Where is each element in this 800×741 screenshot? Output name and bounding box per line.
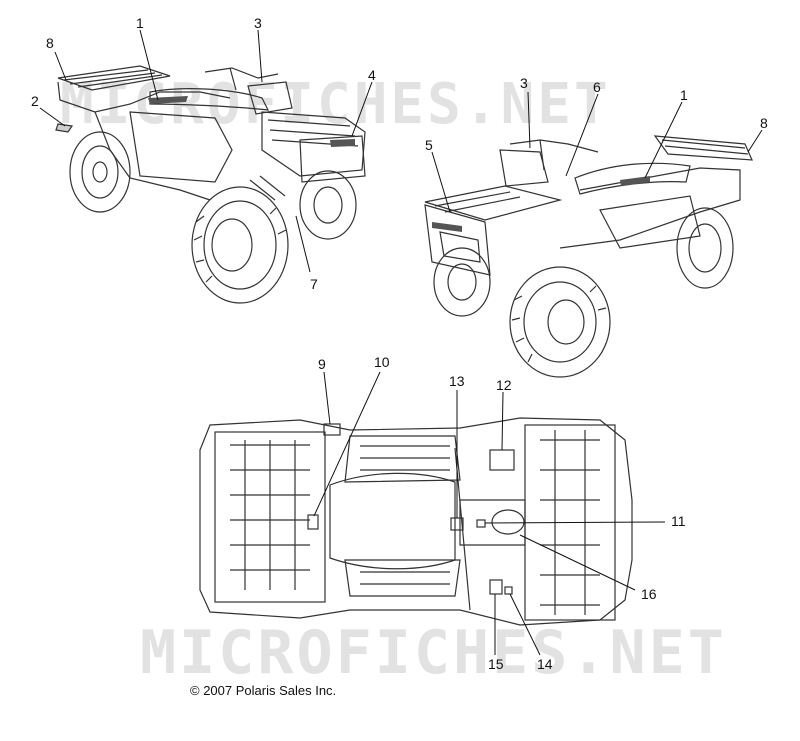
decal-12 [489,449,515,471]
callout-8-right: 8 [760,115,768,131]
callout-8-left: 8 [46,35,54,51]
callout-5: 5 [425,137,433,153]
callout-11: 11 [671,513,686,529]
callout-1-right: 1 [680,87,688,103]
decal-1-shape [148,96,188,104]
decal-15 [489,579,503,595]
callout-4: 4 [368,67,376,83]
callout-2: 2 [31,93,39,109]
decal-14 [504,586,513,595]
leader-lines [39,29,763,656]
callout-3-left: 3 [254,15,262,31]
watermark-bottom: MICROFICHES.NET [140,618,727,688]
atv-right-view [424,135,753,378]
atv-top-view [199,417,633,626]
callout-13: 13 [449,373,465,389]
callout-12: 12 [496,377,512,393]
decal-2-shape [55,123,74,133]
callout-3-right: 3 [520,75,528,91]
decal-5-shape [432,222,462,232]
callout-6: 6 [593,79,601,95]
decal-1b-shape [620,176,650,186]
callout-9: 9 [318,356,326,372]
callout-7: 7 [310,276,318,292]
callout-14: 14 [537,656,553,672]
copyright-text: © 2007 Polaris Sales Inc. [190,683,337,698]
decal-10 [307,514,319,530]
decal-9 [323,423,341,436]
callout-1-left: 1 [136,15,144,31]
callout-10: 10 [374,354,390,370]
decal-11 [476,519,486,528]
callout-15: 15 [488,656,504,672]
decal-4-shape [330,139,355,147]
callout-16: 16 [641,586,657,602]
atv-left-view [57,65,366,304]
